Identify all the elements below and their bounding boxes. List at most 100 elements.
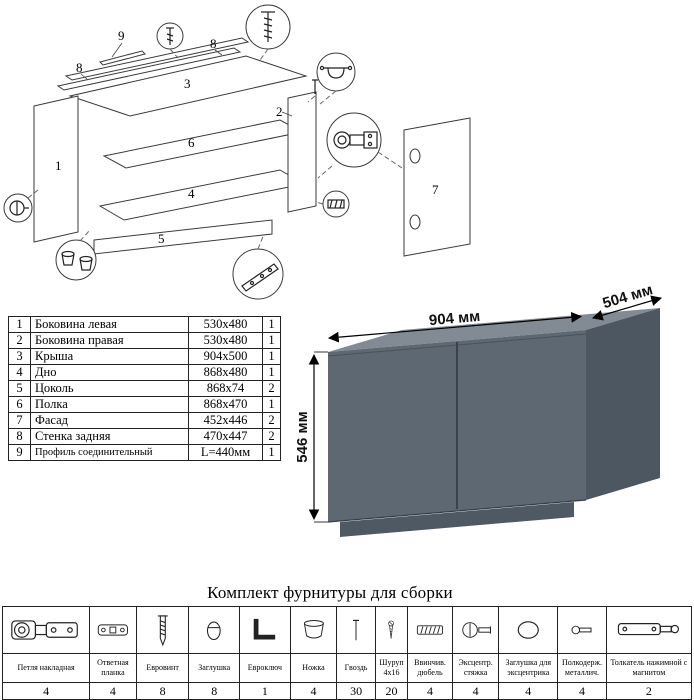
plinth-panel	[93, 219, 273, 255]
hardware-qty: 30	[336, 682, 376, 700]
part-number: 5	[8, 380, 31, 397]
part-label-9: 9	[118, 28, 125, 43]
part-number: 8	[8, 428, 31, 445]
hardware-name: Петля накладная	[1, 653, 91, 683]
camlock-icon	[451, 606, 500, 654]
hardware-name: Ножка	[289, 653, 338, 683]
hardware-icon-row	[1, 606, 693, 654]
hardware-qty: 20	[374, 682, 409, 700]
hardware-qty: 8	[135, 682, 190, 700]
hardware-qty: 1	[239, 682, 291, 700]
dimension-lines	[308, 295, 663, 523]
top-panel	[68, 55, 308, 117]
hinge-cup-hole	[409, 148, 421, 164]
hardware-name: Заглушка для эксцентрика	[498, 653, 559, 683]
hardware-qty: 4	[407, 682, 453, 700]
screw-icon	[374, 606, 409, 654]
part-label-6: 6	[188, 135, 195, 150]
back-panel-a	[64, 37, 250, 81]
exploded-diagram: 1 2 3 4 5 6 7 8 8 9	[3, 4, 471, 300]
part-label-1: 1	[55, 158, 62, 173]
part-labels: 1 2 3 4 5 6 7 8 8 9	[55, 28, 439, 246]
hardware-name: Евроключ	[239, 653, 291, 683]
cap-icon	[188, 606, 241, 654]
part-number: 3	[8, 348, 31, 365]
part-size: 530x480	[188, 332, 263, 349]
cabinet-side-face	[586, 308, 660, 500]
part-number: 9	[8, 444, 31, 461]
part-number: 7	[8, 412, 31, 429]
callout-glyphs	[9, 11, 378, 292]
hardware-qty: 4	[289, 682, 338, 700]
cabinet-plinth	[340, 502, 574, 537]
part-size: 452x446	[188, 412, 263, 429]
part-name: Крыша	[30, 348, 189, 365]
bottom-panel	[98, 169, 306, 221]
part-qty: 1	[262, 332, 281, 349]
part-size: 530x480	[188, 316, 263, 333]
hardware-qty: 4	[1, 682, 91, 700]
part-qty: 1	[262, 396, 281, 413]
hardware-name: Евровинт	[135, 653, 190, 683]
part-name: Цоколь	[30, 380, 189, 397]
part-name: Дно	[30, 364, 189, 381]
callout-camlock	[3, 193, 33, 223]
callout-profile	[232, 248, 284, 300]
hardware-name: Ввинчив. дюбель	[407, 653, 453, 683]
hardware-qty: 4	[498, 682, 559, 700]
part-qty: 1	[262, 364, 281, 381]
hardware-qty: 4	[451, 682, 500, 700]
hardware-name: Ответная планка	[89, 653, 137, 683]
hinge-icon	[1, 606, 91, 654]
callout-feet	[55, 239, 97, 281]
part-qty: 1	[262, 444, 281, 461]
connecting-profile-part	[99, 50, 146, 66]
left-side-panel	[33, 95, 79, 243]
part-qty: 1	[262, 348, 281, 365]
right-side-panel	[287, 91, 317, 213]
part-number: 1	[8, 316, 31, 333]
part-label-7: 7	[432, 182, 439, 197]
part-label-2: 2	[276, 104, 283, 119]
hardware-name: Гвоздь	[336, 653, 376, 683]
width-dim-line	[327, 311, 583, 343]
plate-icon	[89, 606, 137, 654]
part-size: 904x500	[188, 348, 263, 365]
hinge-cup-hole	[409, 214, 421, 230]
pushlatch-icon	[605, 606, 693, 654]
part-size: 470x447	[188, 428, 263, 445]
front-bottom-edge	[327, 499, 587, 523]
part-label-4: 4	[188, 186, 195, 201]
part-size: 868x74	[188, 380, 263, 397]
shelf-panel	[102, 119, 304, 169]
shelfsupport-icon	[557, 606, 607, 654]
nail-icon	[336, 606, 376, 654]
part-size: 868x480	[188, 364, 263, 381]
camcap-icon	[498, 606, 559, 654]
part-qty: 1	[262, 316, 281, 333]
part-label-3: 3	[184, 76, 191, 91]
hardware-name: Шуруп 4x16	[374, 653, 409, 683]
hardware-qty: 8	[188, 682, 241, 700]
part-name: Фасад	[30, 412, 189, 429]
part-qty: 2	[262, 412, 281, 429]
part-name: Боковина правая	[30, 332, 189, 349]
part-label-8a: 8	[76, 60, 83, 75]
hexkey-icon	[239, 606, 291, 654]
back-panel-b	[56, 47, 242, 91]
part-qty: 2	[262, 428, 281, 445]
part-size: 868x470	[188, 396, 263, 413]
part-name: Стенка задняя	[30, 428, 189, 445]
dowel-icon	[407, 606, 453, 654]
part-number: 2	[8, 332, 31, 349]
part-size: L=440мм	[188, 444, 263, 461]
